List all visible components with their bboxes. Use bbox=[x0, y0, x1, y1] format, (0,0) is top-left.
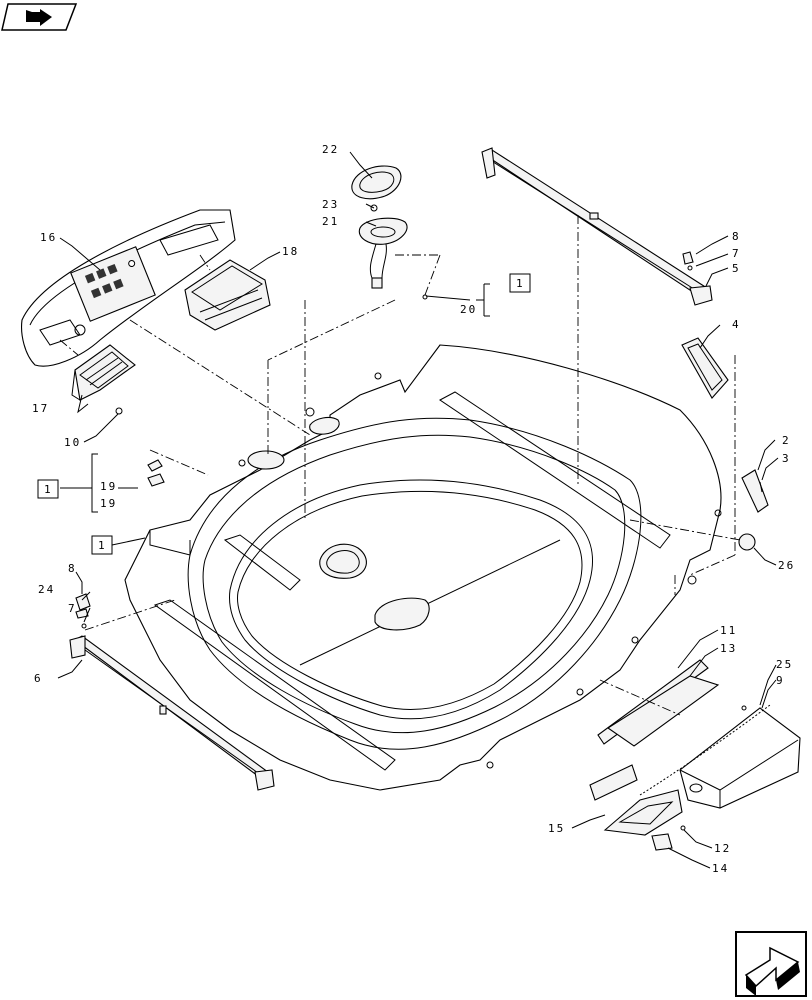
callout-15: 15 bbox=[548, 822, 565, 835]
ref-label: 1 bbox=[44, 483, 51, 496]
next-page-icon[interactable] bbox=[735, 931, 807, 997]
callout-20: 20 bbox=[460, 303, 477, 316]
callout-labels: 22 23 21 16 18 20 8 7 5 4 17 10 2 3 19 1… bbox=[32, 143, 795, 875]
cap-26 bbox=[738, 533, 756, 551]
callout-19-top: 19 bbox=[100, 480, 117, 493]
screw-7-right bbox=[687, 265, 693, 271]
headliner-panel bbox=[124, 344, 722, 791]
trim-panel-13 bbox=[607, 675, 720, 747]
callout-4: 4 bbox=[732, 318, 741, 331]
grab-rail-left bbox=[69, 635, 275, 791]
dome-light bbox=[358, 204, 408, 289]
callout-21: 21 bbox=[322, 215, 339, 228]
storage-tray-left bbox=[71, 344, 136, 401]
callout-7-left: 7 bbox=[68, 602, 77, 615]
callout-8-right: 8 bbox=[732, 230, 741, 243]
callout-8-left: 8 bbox=[68, 562, 77, 575]
mirror-lamp bbox=[681, 337, 729, 399]
callout-13: 13 bbox=[720, 642, 737, 655]
previous-page-icon[interactable] bbox=[1, 3, 78, 31]
speaker-grille-15 bbox=[603, 789, 683, 836]
clips-19 bbox=[147, 459, 165, 487]
screw-stack-left bbox=[75, 593, 91, 629]
screw-8-right bbox=[682, 251, 694, 265]
storage-tray-right bbox=[184, 259, 271, 331]
callout-18: 18 bbox=[282, 245, 299, 258]
grab-rail-right bbox=[481, 147, 713, 306]
ref-label: 1 bbox=[98, 539, 105, 552]
callout-12: 12 bbox=[714, 842, 731, 855]
assembly-lines bbox=[59, 215, 741, 716]
side-console-9 bbox=[679, 707, 801, 809]
callout-23: 23 bbox=[322, 198, 339, 211]
screw-10 bbox=[115, 407, 123, 415]
callout-24: 24 bbox=[38, 583, 55, 596]
callout-25: 25 bbox=[776, 658, 793, 671]
callout-10: 10 bbox=[64, 436, 81, 449]
callout-3: 3 bbox=[782, 452, 791, 465]
screw-12 bbox=[680, 825, 686, 831]
dome-lens bbox=[351, 165, 402, 200]
callout-14: 14 bbox=[712, 862, 729, 875]
screw-25 bbox=[741, 705, 747, 711]
overhead-console bbox=[21, 209, 236, 367]
callout-5: 5 bbox=[732, 262, 741, 275]
seal-label-15 bbox=[589, 764, 638, 801]
callout-7-right: 7 bbox=[732, 247, 741, 260]
ref-box-20: 1 bbox=[509, 273, 531, 293]
callout-9: 9 bbox=[776, 674, 785, 687]
screw-3 bbox=[759, 481, 763, 493]
leader-lines bbox=[57, 151, 779, 869]
bracket-14 bbox=[651, 833, 673, 851]
callout-16: 16 bbox=[40, 231, 57, 244]
callout-6: 6 bbox=[34, 672, 43, 685]
callout-19-bottom: 19 bbox=[100, 497, 117, 510]
callout-11: 11 bbox=[720, 624, 737, 637]
ref-box-panel: 1 bbox=[91, 535, 113, 555]
bracket-2 bbox=[741, 469, 769, 513]
callout-2: 2 bbox=[782, 434, 791, 447]
callout-22: 22 bbox=[322, 143, 339, 156]
ref-label: 1 bbox=[516, 277, 523, 290]
callout-17: 17 bbox=[32, 402, 49, 415]
callout-26: 26 bbox=[778, 559, 795, 572]
ref-box-19: 1 bbox=[37, 479, 59, 499]
